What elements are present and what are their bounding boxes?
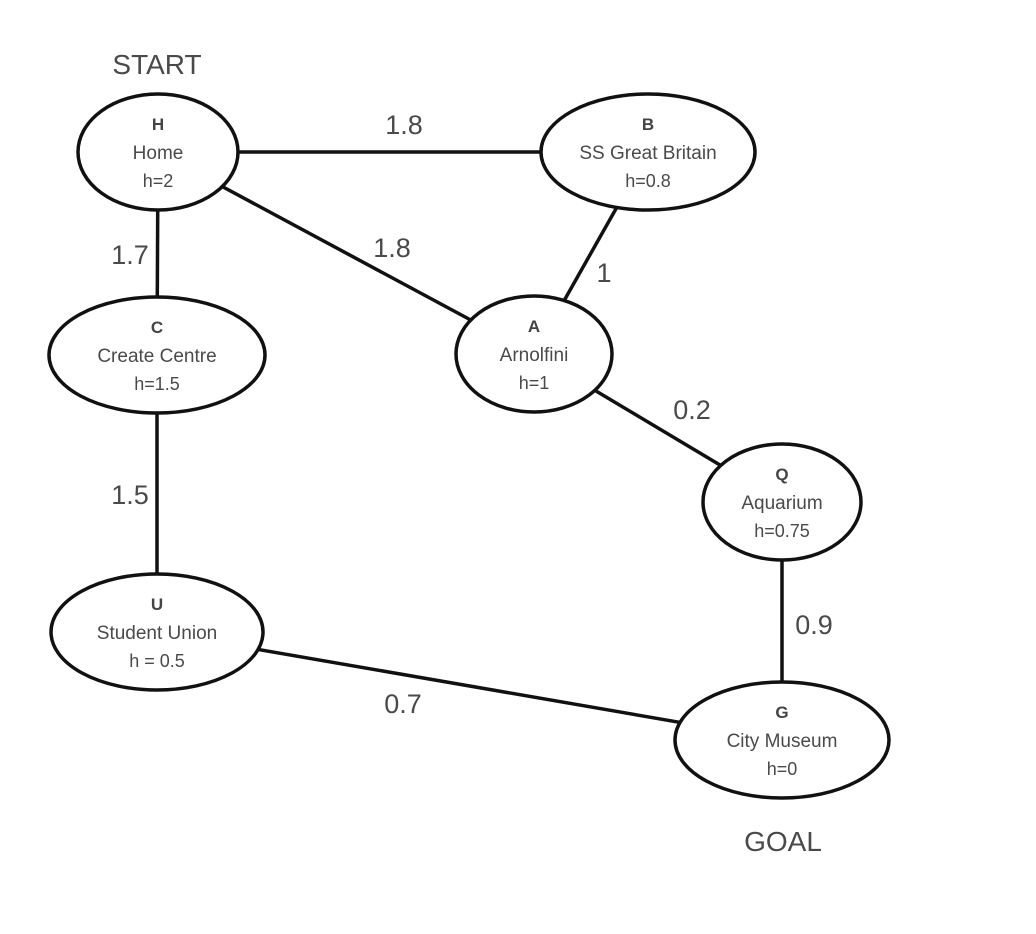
node-name: SS Great Britain: [579, 143, 716, 164]
node-heuristic: h=1: [519, 373, 550, 393]
node-ellipse: [49, 572, 265, 692]
node-q: Q Aquarium h=0.75: [701, 442, 863, 562]
node-ellipse: [47, 295, 267, 415]
node-name: Create Centre: [97, 346, 216, 367]
node-name: Student Union: [97, 623, 217, 644]
node-ellipse: [454, 294, 614, 414]
node-ellipse: [673, 680, 891, 800]
node-ellipse: [701, 442, 863, 562]
edge-line: [156, 630, 783, 742]
node-c: C Create Centre h=1.5: [47, 295, 267, 415]
edge-weight-label: 0.2: [673, 395, 711, 425]
node-key: B: [642, 115, 654, 134]
node-heuristic: h=1.5: [134, 374, 180, 394]
node-a: A Arnolfini h=1: [454, 294, 614, 414]
node-name: Aquarium: [741, 493, 822, 514]
node-heuristic: h=2: [143, 171, 174, 191]
edge-weight-label: 1.5: [111, 480, 149, 510]
node-name: City Museum: [727, 731, 838, 752]
node-h: H Home h=2: [76, 92, 240, 212]
node-ellipse: [539, 92, 757, 212]
edge-weight-label: 1.8: [373, 233, 411, 263]
edge-weight-label: 1.8: [385, 110, 423, 140]
node-key: Q: [775, 465, 788, 484]
nodes-layer: H Home h=2 B SS Great Britain h=0.8C Create Ce…: [47, 92, 891, 800]
node-name: Home: [133, 143, 184, 164]
node-heuristic: h = 0.5: [129, 651, 185, 671]
node-ellipse: [76, 92, 240, 212]
node-heuristic: h=0.8: [625, 171, 671, 191]
start-label: START: [112, 49, 201, 80]
node-key: G: [775, 703, 788, 722]
node-heuristic: h=0.75: [754, 521, 810, 541]
edge-u-g: 0.7: [156, 630, 783, 742]
edge-weight-label: 1.7: [111, 240, 149, 270]
node-key: H: [152, 115, 164, 134]
edge-weight-label: 0.7: [384, 689, 422, 719]
node-g: G City Museum h=0: [673, 680, 891, 800]
node-key: A: [528, 317, 540, 336]
node-name: Arnolfini: [500, 345, 569, 366]
edge-weight-label: 0.9: [795, 610, 833, 640]
goal-label: GOAL: [744, 826, 822, 857]
edge-weight-label: 1: [596, 258, 611, 288]
node-key: C: [151, 318, 163, 337]
node-u: U Student Union h = 0.5: [49, 572, 265, 692]
node-heuristic: h=0: [767, 759, 798, 779]
node-key: U: [151, 595, 163, 614]
node-b: B SS Great Britain h=0.8: [539, 92, 757, 212]
